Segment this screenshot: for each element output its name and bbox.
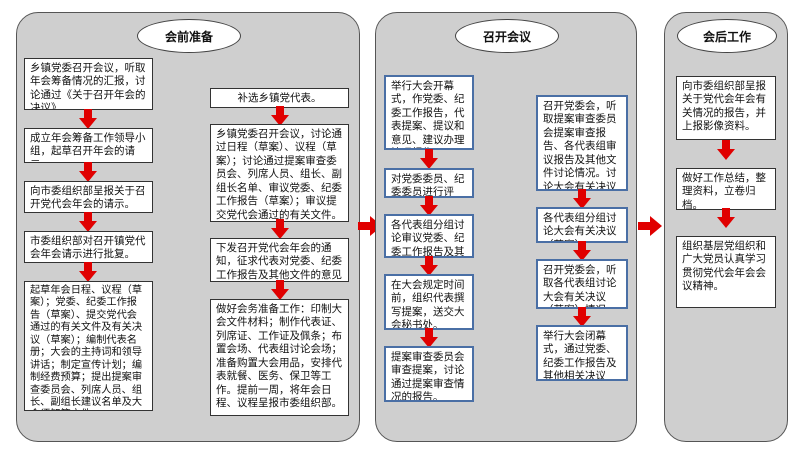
- meeting-step-1: 举行大会开幕式，作党委、纪委工作报告，代表提案、提议和意见、建议办理情况报告。: [384, 75, 474, 150]
- meeting-step-6: 召开党委会，听取提案审查委员会提案审查报告、各代表组审议报告及其他文件讨论情况。…: [536, 95, 628, 191]
- arrow-down-icon: [420, 196, 438, 216]
- prep-step-9: 做好会务准备工作：印制大会文件材料；制作代表证、列席证、工作证及佩条；布置会场、…: [210, 299, 349, 416]
- panel-title-after: 会后工作: [677, 19, 777, 53]
- prep-step-3: 向市委组织部呈报关于召开党代会年会的请示。: [24, 181, 153, 213]
- after-step-1: 向市委组织部呈报关于党代会年会有关情况的报告，并上报影像资料。: [676, 76, 776, 140]
- meeting-step-3: 各代表组分组讨论审议党委、纪委工作报告及其他文件。: [384, 214, 474, 258]
- meeting-step-4: 在大会规定时间前，组织代表撰写提案，送交大会秘书处。: [384, 274, 474, 330]
- panel-title-prep: 会前准备: [137, 19, 241, 53]
- arrow-down-icon: [573, 241, 591, 261]
- prep-step-2: 成立年会筹备工作领导小组，起草召开年会的请示。: [24, 128, 153, 163]
- arrow-down-icon: [420, 256, 438, 276]
- prep-step-8: 下发召开党代会年会的通知，征求代表对党委、纪委工作报告及其他文件的意见建议。: [210, 238, 349, 282]
- arrow-down-icon: [420, 149, 438, 169]
- prep-step-5: 起草年会日程、议程（草案）；党委、纪委工作报告（草案）、提交党代会通过的有关文件…: [24, 281, 153, 411]
- arrow-down-icon: [79, 262, 97, 282]
- prep-step-4: 市委组织部对召开镇党代会年会请示进行批复。: [24, 231, 153, 263]
- arrow-down-icon: [271, 219, 289, 239]
- arrow-down-icon: [573, 189, 591, 209]
- after-step-3: 组织基层党组织和广大党员认真学习贯彻党代会年会会议精神。: [676, 236, 776, 308]
- arrow-down-icon: [271, 280, 289, 300]
- prep-step-7: 乡镇党委召开会议，讨论通过日程（草案）、议程（草案）；讨论通过提案审查委员会、列…: [210, 124, 349, 222]
- arrow-down-icon: [271, 106, 289, 126]
- arrow-down-icon: [717, 208, 735, 228]
- meeting-step-9: 举行大会闭幕式，通过党委、纪委工作报告及其他相关决议（草案）。: [536, 325, 628, 381]
- meeting-step-7: 各代表组分组讨论大会有关决议（草案）。: [536, 207, 628, 243]
- arrow-right-icon: [638, 216, 662, 236]
- arrow-down-icon: [717, 140, 735, 160]
- panel-title-meeting: 召开会议: [455, 19, 559, 53]
- arrow-down-icon: [79, 162, 97, 182]
- prep-step-6: 补选乡镇党代表。: [210, 88, 349, 108]
- prep-step-1: 乡镇党委召开会议，听取年会筹备情况的汇报，讨论通过《关于召开年会的决议》。: [24, 58, 153, 110]
- meeting-step-8: 召开党委会，听取各代表组讨论大会有关决议（草案）情况。: [536, 259, 628, 309]
- meeting-step-2: 对党委委员、纪委委员进行评议。: [384, 168, 474, 198]
- after-step-2: 做好工作总结，整理资料，立卷归档。: [676, 168, 776, 210]
- arrow-down-icon: [79, 109, 97, 129]
- arrow-down-icon: [573, 307, 591, 327]
- arrow-down-icon: [420, 328, 438, 348]
- meeting-step-5: 提案审查委员会审查提案，讨论通过提案审查情况的报告。: [384, 346, 474, 402]
- arrow-down-icon: [79, 212, 97, 232]
